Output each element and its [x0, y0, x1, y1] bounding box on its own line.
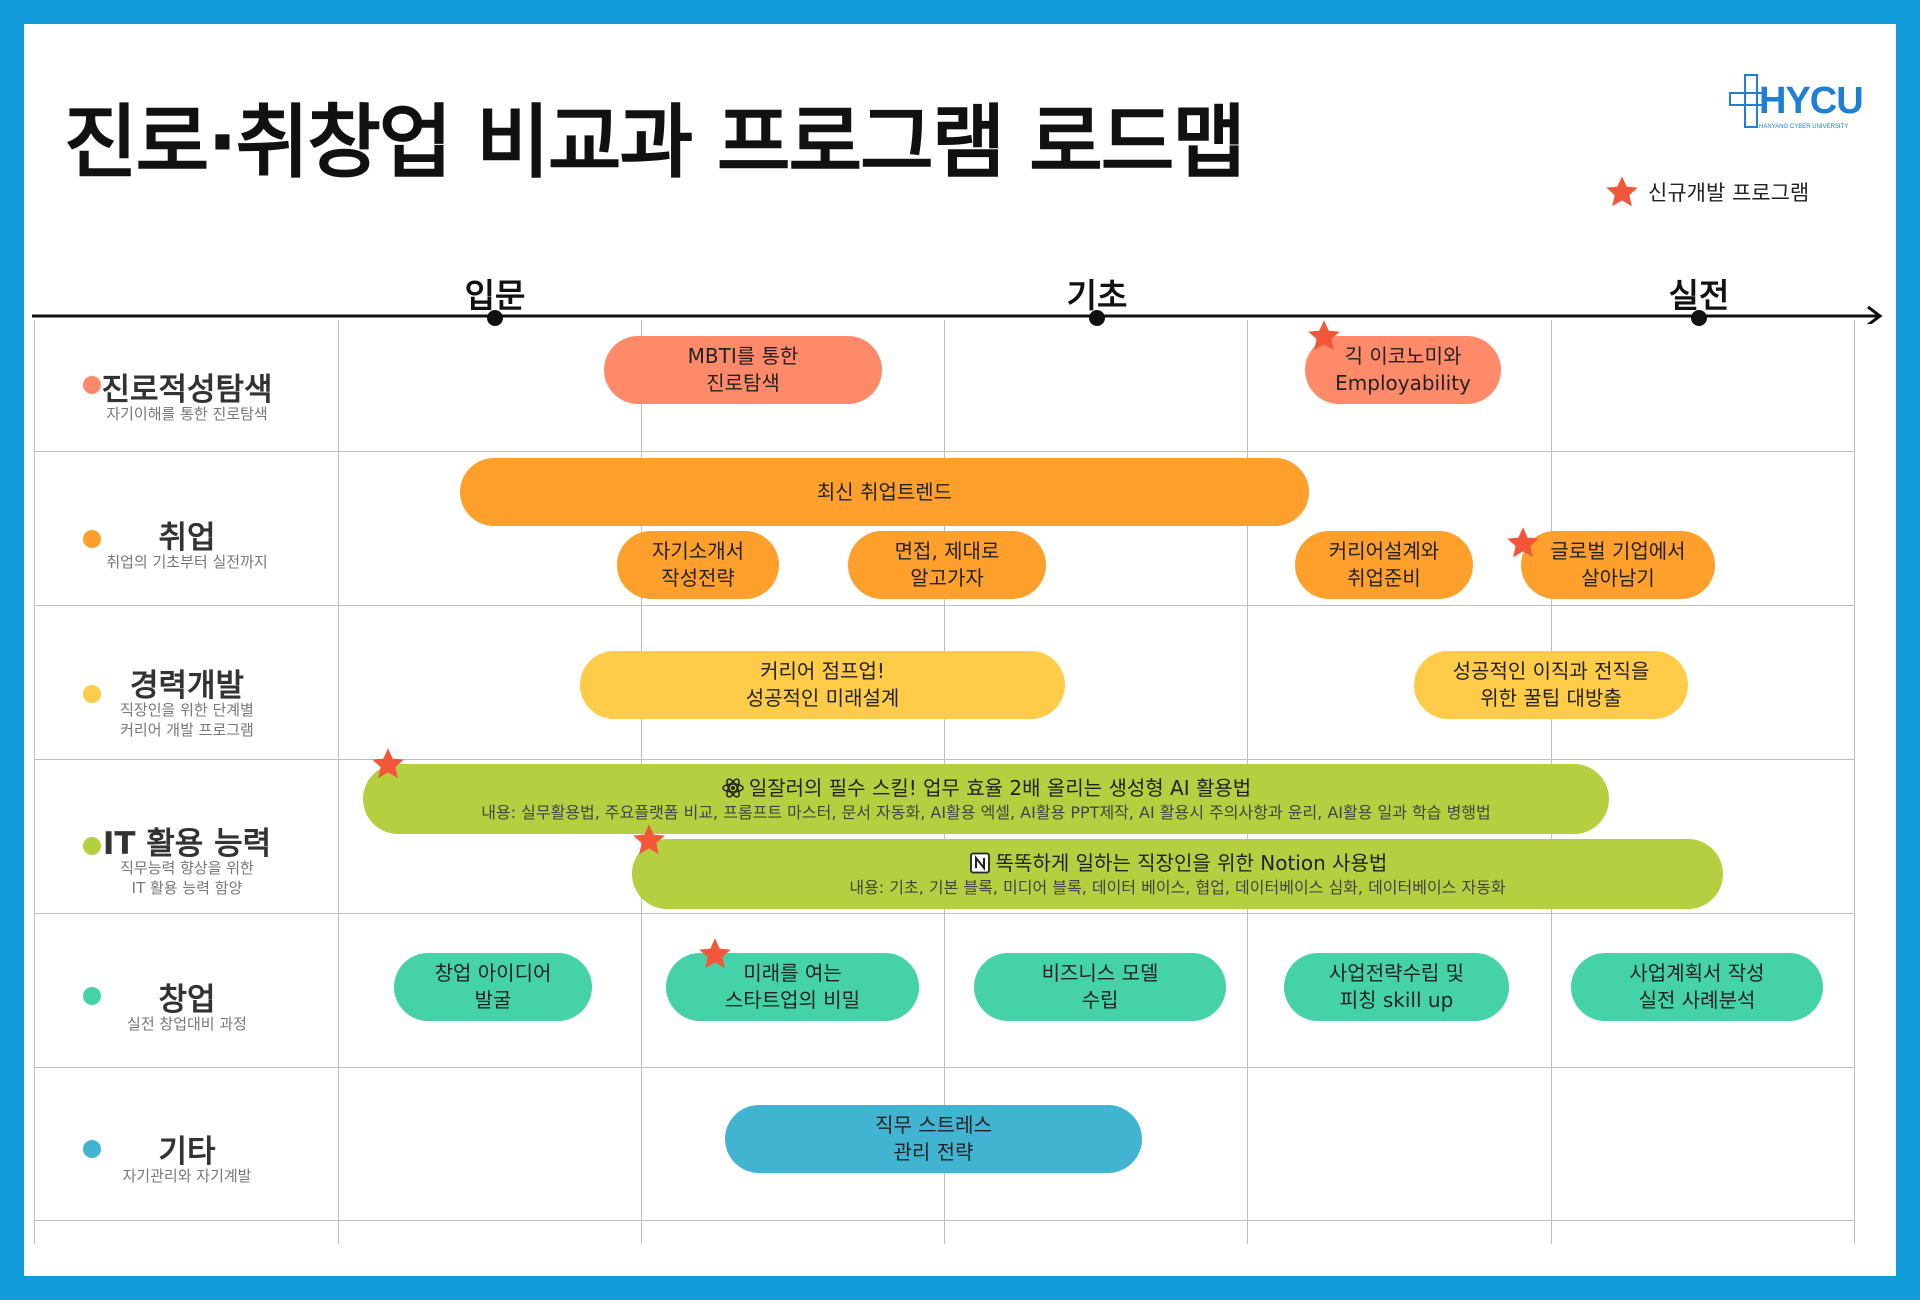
new-program-star-icon — [633, 824, 665, 855]
program-label: 사업계획서 작성 실전 사례분석 — [1629, 961, 1765, 1012]
category-dot — [83, 685, 101, 703]
stage-label-basic: 기초 — [1066, 276, 1128, 315]
grid-line — [34, 913, 1854, 914]
grid-line — [1854, 320, 1855, 1244]
grid-line — [34, 1220, 1854, 1221]
logo-text: HYCU — [1759, 80, 1864, 122]
timeline-dot-basic — [1089, 310, 1105, 326]
logo-subtext: HANYANG CYBER UNIVERSITY — [1759, 124, 1849, 130]
timeline-dot-practice — [1691, 310, 1707, 326]
program-label: 긱 이코노미와 Employability — [1335, 344, 1471, 395]
new-program-star-icon — [1308, 320, 1340, 351]
category-dot — [83, 530, 101, 548]
program-label: 글로벌 기업에서 살아남기 — [1550, 539, 1686, 590]
program-label: 똑똑하게 일하는 직장인을 위한 Notion 사용법 — [995, 850, 1388, 875]
program-job-change[interactable]: 성공적인 이직과 전직을 위한 꿀팁 대방출 — [1414, 651, 1688, 719]
program-label: 커리어설계와 취업준비 — [1328, 539, 1440, 590]
program-interview[interactable]: 면접, 제대로 알고가자 — [848, 531, 1046, 599]
program-generative-ai[interactable]: 일잘러의 필수 스킬! 업무 효율 2배 올리는 생성형 AI 활용법 내용: … — [363, 764, 1609, 834]
category-title: 기타 — [158, 1134, 216, 1170]
category-dot — [83, 376, 101, 394]
program-label: 사업전략수립 및 피칭 skill up — [1328, 961, 1465, 1012]
category-title: 진로적성탐색 — [101, 372, 273, 408]
program-self-intro[interactable]: 자기소개서 작성전략 — [617, 531, 779, 599]
grid-line — [34, 320, 35, 1244]
category-subtitle: 자기관리와 자기계발 — [122, 1167, 252, 1185]
new-program-star-icon — [372, 748, 404, 779]
program-notion[interactable]: 똑똑하게 일하는 직장인을 위한 Notion 사용법 내용: 기초, 기본 블… — [632, 839, 1723, 909]
hycu-logo: HYCU HANYANG CYBER UNIVERSITY — [1729, 66, 1869, 156]
grid-line — [34, 605, 1854, 606]
roadmap-card: 진로·취창업 비교과 프로그램 로드맵 HYCU HANYANG CYBER U… — [24, 24, 1896, 1276]
program-label: 자기소개서 작성전략 — [652, 539, 744, 590]
grid-line — [338, 320, 339, 1244]
program-label: 면접, 제대로 알고가자 — [894, 539, 1000, 590]
category-dot — [83, 1140, 101, 1158]
category-employment: 취업 취업의 기초부터 실전까지 — [34, 454, 340, 608]
stage-label-intro: 입문 — [464, 276, 526, 315]
category-career-aptitude: 진로적성탐색 자기이해를 통한 진로탐색 — [34, 324, 340, 478]
program-label: 일잘러의 필수 스킬! 업무 효율 2배 올리는 생성형 AI 활용법 — [748, 775, 1252, 800]
timeline-dot-intro — [487, 310, 503, 326]
program-label: 최신 취업트렌드 — [816, 479, 953, 504]
program-career-jumpup[interactable]: 커리어 점프업! 성공적인 미래설계 — [580, 651, 1065, 719]
program-startup-idea[interactable]: 창업 아이디어 발굴 — [394, 953, 592, 1021]
category-startup: 창업 실전 창업대비 과정 — [34, 916, 340, 1070]
logo-cross-bar — [1729, 92, 1765, 106]
program-mbti[interactable]: MBTI를 통한 진로탐색 — [604, 336, 882, 404]
program-business-strategy[interactable]: 사업전략수립 및 피칭 skill up — [1284, 953, 1509, 1021]
category-dot — [83, 837, 101, 855]
atom-icon — [722, 778, 744, 798]
program-career-design[interactable]: 커리어설계와 취업준비 — [1295, 531, 1473, 599]
category-etc: 기타 자기관리와 자기계발 — [34, 1070, 340, 1224]
new-program-star-icon — [699, 938, 731, 969]
category-subtitle: 실전 창업대비 과정 — [127, 1015, 247, 1033]
program-description: 내용: 기초, 기본 블록, 미디어 블록, 데이터 베이스, 협업, 데이터베… — [849, 877, 1506, 897]
category-subtitle: 자기이해를 통한 진로탐색 — [106, 405, 268, 423]
grid-line — [34, 451, 1854, 452]
program-job-trend[interactable]: 최신 취업트렌드 — [460, 458, 1309, 526]
program-job-stress[interactable]: 직무 스트레스 관리 전략 — [725, 1105, 1142, 1173]
program-description: 내용: 실무활용법, 주요플랫폼 비교, 프롬프트 마스터, 문서 자동화, A… — [481, 802, 1491, 822]
program-business-model[interactable]: 비즈니스 모델 수립 — [974, 953, 1226, 1021]
notion-icon — [969, 852, 990, 874]
grid-line — [34, 1067, 1854, 1068]
legend-label: 신규개발 프로그램 — [1648, 181, 1810, 205]
program-head: 일잘러의 필수 스킬! 업무 효율 2배 올리는 생성형 AI 활용법 — [721, 775, 1251, 802]
star-icon — [1606, 176, 1638, 207]
program-gig-economy[interactable]: 긱 이코노미와 Employability — [1305, 336, 1501, 404]
program-head: 똑똑하게 일하는 직장인을 위한 Notion 사용법 — [968, 850, 1388, 877]
program-label: 미래를 여는 스타트업의 비밀 — [724, 961, 861, 1012]
program-label: 창업 아이디어 발굴 — [434, 961, 552, 1012]
category-title: 경력개발 — [129, 668, 245, 704]
program-global-company[interactable]: 글로벌 기업에서 살아남기 — [1521, 531, 1715, 599]
program-label: 성공적인 이직과 전직을 위한 꿀팁 대방출 — [1452, 659, 1650, 710]
category-it-skills: IT 활용 능력 직무능력 향상을 위한 IT 활용 능력 함양 — [34, 762, 340, 916]
program-label: 직무 스트레스 관리 전략 — [875, 1113, 992, 1164]
logo-cross-icon — [1744, 74, 1758, 128]
program-label: 비즈니스 모델 수립 — [1041, 961, 1159, 1012]
category-title: 창업 — [158, 982, 216, 1018]
category-dot — [83, 987, 101, 1005]
category-title: IT 활용 능력 — [102, 826, 272, 862]
program-label: 커리어 점프업! 성공적인 미래설계 — [745, 659, 900, 710]
category-subtitle: 직무능력 향상을 위한 IT 활용 능력 함양 — [120, 859, 254, 897]
page-title: 진로·취창업 비교과 프로그램 로드맵 — [64, 96, 1246, 189]
timeline-arrow — [32, 305, 1883, 324]
category-career-development: 경력개발 직장인을 위한 단계별 커리어 개발 프로그램 — [34, 608, 340, 762]
category-title: 취업 — [158, 520, 216, 556]
stage-label-practice: 실전 — [1668, 276, 1730, 315]
legend: 신규개발 프로그램 — [1604, 174, 1809, 210]
category-subtitle: 직장인을 위한 단계별 커리어 개발 프로그램 — [120, 701, 254, 739]
program-business-plan[interactable]: 사업계획서 작성 실전 사례분석 — [1571, 953, 1823, 1021]
category-subtitle: 취업의 기초부터 실전까지 — [106, 553, 268, 571]
new-program-star-icon — [1507, 527, 1539, 558]
program-label: MBTI를 통한 진로탐색 — [687, 344, 799, 395]
grid-line — [34, 759, 1854, 760]
